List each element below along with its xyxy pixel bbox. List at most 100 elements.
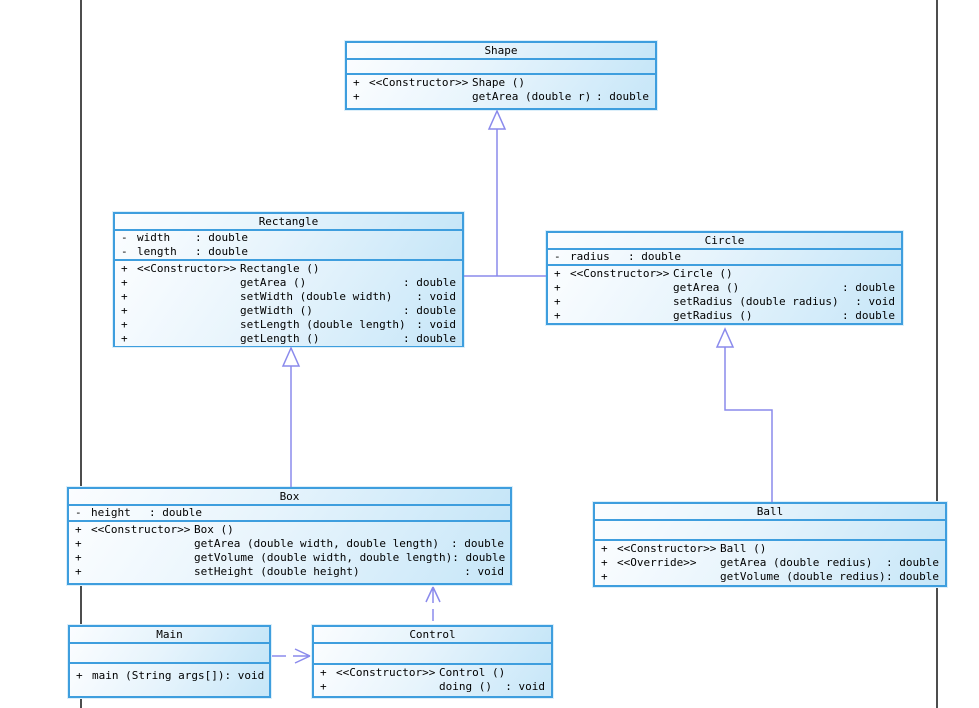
dependency-control-to-box: [425, 586, 441, 625]
operation-return-type: : double: [842, 309, 895, 322]
visibility-marker: +: [76, 669, 83, 682]
stereotype-label: [369, 90, 472, 104]
operations-compartment: +<<Constructor>>Circle ()+getArea (): do…: [548, 266, 901, 323]
class-main[interactable]: Main +main (String args[]): void: [68, 625, 271, 698]
operations-compartment: +<<Constructor>>Shape ()+getArea (double…: [347, 75, 655, 108]
class-control[interactable]: Control +<<Constructor>>Control ()+ doing…: [312, 625, 553, 698]
operation-name: getArea (): [240, 276, 307, 289]
operation-row: +setHeight (double height): void: [69, 565, 510, 579]
attribute-name: radius: [570, 250, 610, 263]
visibility-marker: +: [75, 537, 82, 550]
operation-return-type: [939, 542, 945, 556]
operation-return-type: : void: [224, 669, 265, 682]
visibility-marker: -: [121, 245, 128, 258]
operation-return-type: [456, 262, 462, 276]
operations-compartment: +<<Constructor>>Control ()+ doing () : voi…: [314, 665, 551, 696]
operation-row: +getVolume (double redius): double: [595, 570, 945, 584]
operation-row: + getVolume (double width, double length)…: [69, 551, 510, 565]
operation-name: getRadius (): [673, 309, 753, 322]
stereotype-label: [617, 570, 720, 584]
class-shape[interactable]: Shape +<<Constructor>>Shape ()+getArea (…: [345, 41, 657, 110]
class-box[interactable]: Box -height: double +<<Constructor>>Box …: [67, 487, 512, 585]
operation-name: Control (): [439, 666, 506, 679]
operation-name: getLength (): [240, 332, 320, 345]
visibility-marker: +: [121, 304, 128, 317]
attributes-compartment: -radius: double: [548, 250, 901, 266]
operation-row: +<<Constructor>>Circle (): [548, 267, 901, 281]
operation-name: Box (): [194, 523, 234, 536]
operation-name: setWidth (double width): [240, 290, 393, 303]
stereotype-label: [336, 680, 439, 694]
stereotype-label: <<Override>>: [617, 556, 697, 569]
stereotype-label: [137, 304, 240, 318]
operation-name: main (String args[]): [92, 669, 225, 682]
visibility-marker: +: [121, 332, 128, 345]
visibility-marker: +: [554, 309, 561, 322]
operation-row: +<<Constructor>>Control (): [314, 666, 551, 680]
stereotype-label: [570, 295, 673, 309]
class-ball[interactable]: Ball +<<Constructor>>Ball ()+<<Override>…: [593, 502, 947, 587]
visibility-marker: +: [121, 262, 128, 275]
attribute-type: : double: [195, 231, 248, 244]
operation-row: +getArea (double width, double length): …: [69, 537, 510, 551]
operation-row: +getArea (): double: [548, 281, 901, 295]
operation-row: +<<Override>>getArea (double redius): do…: [595, 556, 945, 570]
open-arrowhead-icon: [425, 586, 441, 603]
operation-name: Rectangle (): [240, 262, 320, 275]
operation-row: + doing () : void: [314, 680, 551, 694]
page-margin-line-right: [936, 0, 938, 708]
visibility-marker: +: [121, 276, 128, 289]
stereotype-label: <<Constructor>>: [570, 267, 670, 280]
operation-name: setLength (double length): [240, 318, 406, 331]
operation-return-type: : double: [452, 551, 506, 564]
operation-name: Shape (): [472, 76, 525, 89]
operation-row: +<<Constructor>>Ball (): [595, 542, 945, 556]
class-title: Control: [314, 627, 551, 644]
attribute-type: : double: [628, 250, 681, 263]
operations-compartment: + main (String args[]): void: [70, 664, 269, 696]
operation-name: getWidth (): [240, 304, 313, 317]
visibility-marker: +: [601, 570, 608, 583]
attributes-compartment: [314, 644, 551, 665]
operation-name: getArea (): [673, 281, 740, 294]
operation-return-type: [545, 666, 551, 680]
operation-return-type: : void: [464, 565, 504, 578]
operation-return-type: [895, 267, 901, 281]
operations-compartment: +<<Constructor>>Rectangle ()+getArea ():…: [115, 261, 462, 346]
operation-return-type: : void: [416, 318, 456, 331]
operation-name: doing (): [439, 680, 492, 693]
visibility-marker: +: [75, 551, 82, 564]
operation-name: setHeight (double height): [194, 565, 360, 578]
visibility-marker: +: [320, 666, 327, 679]
operation-name: getVolume (double width, double length): [194, 551, 453, 564]
operation-name: getArea (double width, double length): [194, 537, 440, 550]
visibility-marker: +: [353, 76, 360, 89]
operation-return-type: : double: [886, 570, 939, 583]
class-rectangle[interactable]: Rectangle -width: double-length: double …: [113, 212, 464, 347]
stereotype-label: [137, 318, 240, 332]
dependency-main-to-control: [272, 648, 311, 664]
operations-compartment: +<<Constructor>>Ball ()+<<Override>>getA…: [595, 541, 945, 585]
visibility-marker: +: [121, 290, 128, 303]
stereotype-label: <<Constructor>>: [617, 542, 717, 555]
operation-row: +<<Constructor>>Rectangle (): [115, 262, 462, 276]
visibility-marker: +: [320, 680, 327, 693]
operation-return-type: : double: [403, 276, 456, 289]
operation-row: + getLength () : double: [115, 332, 462, 346]
attribute-type: : double: [149, 506, 202, 519]
operation-return-type: : void: [505, 680, 545, 693]
operation-row: +<<Constructor>>Shape (): [347, 76, 655, 90]
visibility-marker: +: [75, 523, 82, 536]
class-title: Box: [69, 489, 510, 506]
visibility-marker: +: [554, 295, 561, 308]
operation-return-type: : double: [403, 304, 456, 317]
visibility-marker: +: [121, 318, 128, 331]
operation-return-type: : double: [403, 332, 456, 345]
attribute-name: length: [137, 245, 177, 258]
generalization-ball-to-circle: [715, 327, 773, 502]
visibility-marker: +: [554, 281, 561, 294]
class-title: Shape: [347, 43, 655, 60]
stereotype-label: [91, 551, 194, 565]
stereotype-label: [91, 537, 194, 551]
class-circle[interactable]: Circle -radius: double +<<Constructor>>C…: [546, 231, 903, 325]
